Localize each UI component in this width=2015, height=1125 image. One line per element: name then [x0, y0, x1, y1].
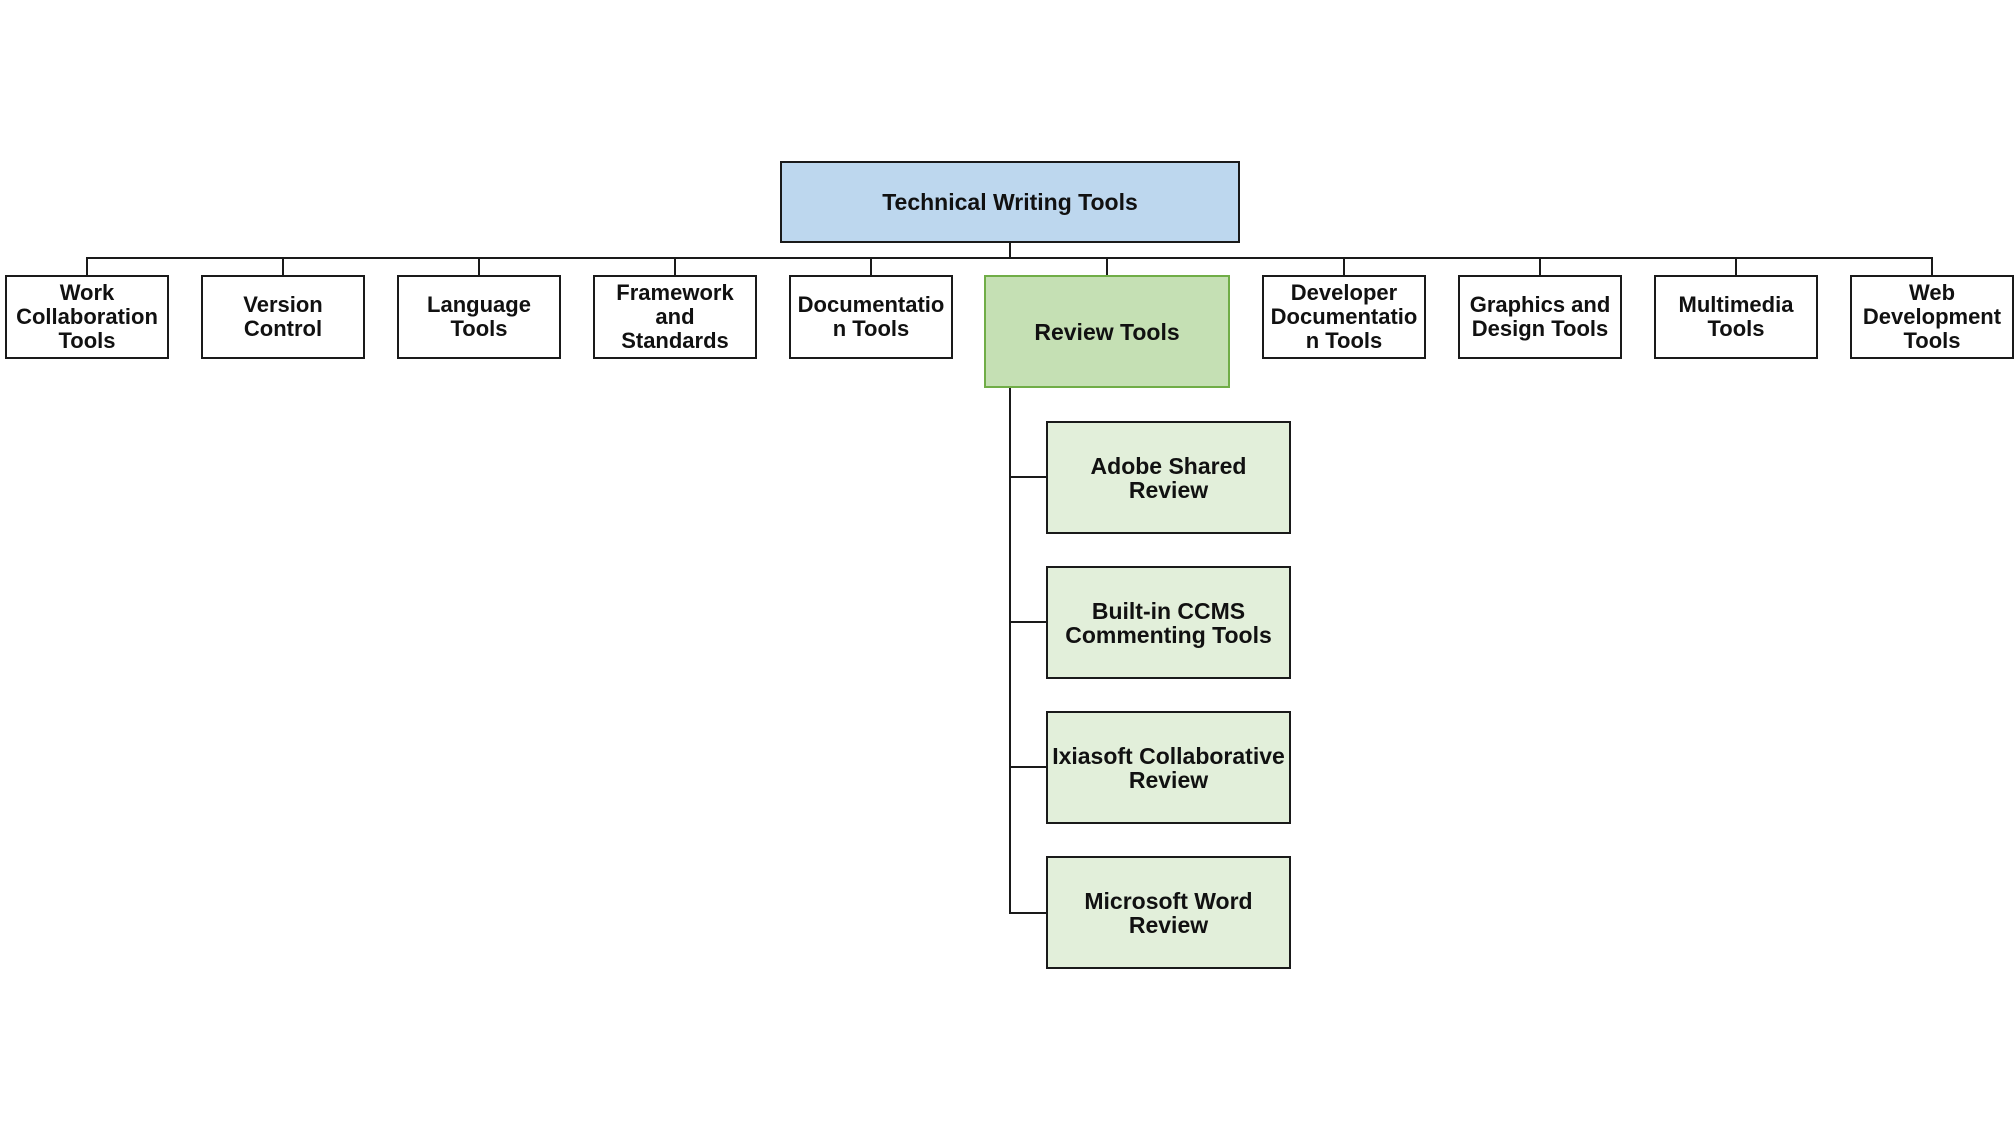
- connector-review-child-4: [1009, 912, 1047, 914]
- review-child-built-in-ccms-commenting-tools: Built-in CCMS Commenting Tools: [1046, 566, 1291, 679]
- connector-cat-5: [870, 257, 872, 276]
- connector-cat-7: [1343, 257, 1345, 276]
- connector-cat-2: [282, 257, 284, 276]
- connector-review-child-1: [1009, 476, 1047, 478]
- connector-review-child-2: [1009, 621, 1047, 623]
- category-multimedia-tools: Multimedia Tools: [1654, 275, 1818, 359]
- category-version-control: Version Control: [201, 275, 365, 359]
- review-child-ixiasoft-collaborative-review: Ixiasoft Collaborative Review: [1046, 711, 1291, 824]
- review-child-adobe-shared-review: Adobe Shared Review: [1046, 421, 1291, 534]
- connector-cat-3: [478, 257, 480, 276]
- category-graphics-and-design-tools: Graphics and Design Tools: [1458, 275, 1622, 359]
- category-documentation-tools: Documentatio n Tools: [789, 275, 953, 359]
- connector-review-trunk: [1009, 387, 1011, 914]
- review-child-microsoft-word-review: Microsoft Word Review: [1046, 856, 1291, 969]
- connector-cat-10: [1931, 257, 1933, 276]
- connector-cat-6: [1106, 257, 1108, 276]
- category-framework-and-standards: Framework and Standards: [593, 275, 757, 359]
- root-node: Technical Writing Tools: [780, 161, 1240, 243]
- category-review-tools: Review Tools: [984, 275, 1230, 388]
- connector-review-child-3: [1009, 766, 1047, 768]
- category-developer-documentation-tools: Developer Documentatio n Tools: [1262, 275, 1426, 359]
- category-web-development-tools: Web Development Tools: [1850, 275, 2014, 359]
- category-language-tools: Language Tools: [397, 275, 561, 359]
- connector-horizontal-bus: [86, 257, 1932, 259]
- connector-cat-4: [674, 257, 676, 276]
- connector-root-down: [1009, 241, 1011, 259]
- category-work-collaboration-tools: Work Collaboration Tools: [5, 275, 169, 359]
- connector-cat-8: [1539, 257, 1541, 276]
- connector-cat-9: [1735, 257, 1737, 276]
- connector-cat-1: [86, 257, 88, 276]
